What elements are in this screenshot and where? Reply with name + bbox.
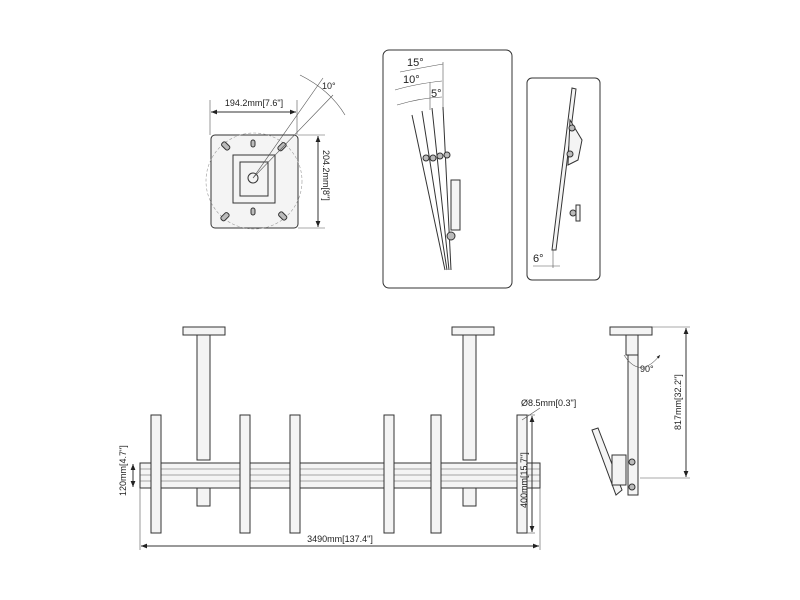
- horizontal-rail: [139, 462, 541, 489]
- tilt-10-label: 10°: [403, 74, 420, 86]
- front-view-assembly: 3490mm[137.4"] 120mm[4.7"] 400mm[15.7"] …: [118, 326, 576, 550]
- vertical-screen-plates: [150, 414, 528, 534]
- ceiling-plate-right: [451, 326, 495, 336]
- tilt-6-label: 6°: [533, 253, 544, 265]
- plate-width-label: 194.2mm[7.6"]: [225, 98, 283, 108]
- hole-diameter-label: Ø8.5mm[0.3"]: [521, 398, 576, 408]
- pole-right: [462, 334, 477, 461]
- plate-height-label: 400mm[15.7"]: [519, 452, 529, 508]
- total-width-label: 3490mm[137.4"]: [307, 534, 373, 544]
- plate-height-label: 204.2mm[8"]: [321, 150, 331, 201]
- ceiling-plate-top-view: 194.2mm[7.6"] 204.2mm[8"] 10°: [205, 74, 346, 230]
- side-tilt-panel: 6°: [526, 77, 601, 281]
- pole-left: [196, 334, 211, 461]
- tilt-5-label: 5°: [431, 88, 442, 100]
- ceiling-plate-left: [182, 326, 226, 336]
- tilt-range-panel: 15° 10° 5°: [382, 49, 513, 289]
- tilt-15-label: 15°: [407, 57, 424, 69]
- swivel-angle-label: 90°: [640, 364, 654, 374]
- side-view-assembly: 90° 817mm[32.2"]: [591, 326, 690, 496]
- overall-height-label: 817mm[32.2"]: [673, 374, 683, 430]
- rotation-angle-label: 10°: [322, 81, 336, 91]
- rail-height-label: 120mm[4.7"]: [118, 445, 128, 496]
